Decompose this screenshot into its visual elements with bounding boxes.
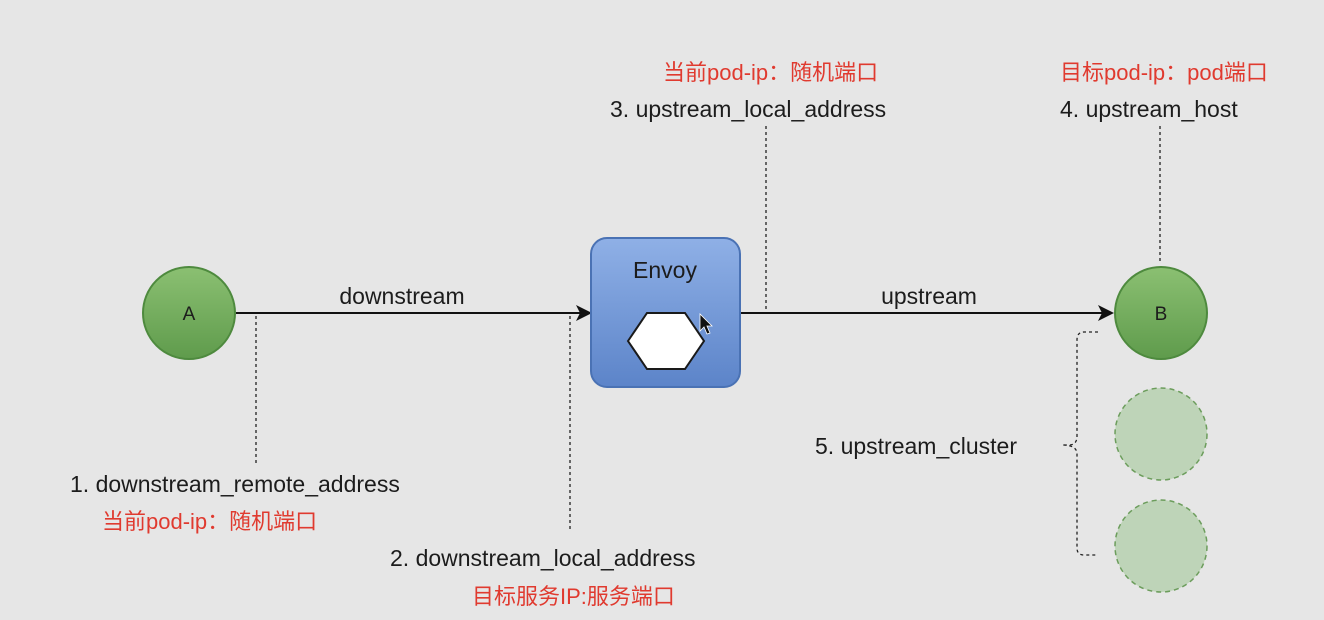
mouse-cursor-icon <box>699 313 713 335</box>
upstream-host-label: 4. upstream_host <box>1060 96 1238 122</box>
upstream-cluster-label: 5. upstream_cluster <box>815 433 1017 459</box>
node-b-label: B <box>1155 304 1168 325</box>
node-b[interactable]: B <box>1114 266 1208 360</box>
cluster-node-ghost[interactable] <box>1114 387 1208 481</box>
downstream-local-address-note: 目标服务IP:服务端口 <box>472 584 675 609</box>
downstream-remote-address-note: 当前pod-ip：随机端口 <box>102 509 317 534</box>
hexagon-icon <box>626 312 706 370</box>
node-a[interactable]: A <box>142 266 236 360</box>
upstream-edge-label: upstream <box>881 283 977 309</box>
upstream-local-address-label: 3. upstream_local_address <box>610 96 886 122</box>
envoy-label: Envoy <box>633 257 697 283</box>
upstream-cluster-bracket <box>1061 331 1098 556</box>
downstream-remote-address-label: 1. downstream_remote_address <box>70 471 400 497</box>
upstream-arrow <box>740 305 1114 321</box>
cluster-node-ghost[interactable] <box>1114 499 1208 593</box>
upstream-host-note: 目标pod-ip：pod端口 <box>1060 60 1268 85</box>
downstream-arrow <box>236 305 592 321</box>
upstream-local-address-note: 当前pod-ip：随机端口 <box>663 60 878 85</box>
node-a-label: A <box>183 304 196 325</box>
downstream-local-address-label: 2. downstream_local_address <box>390 545 696 571</box>
envoy-proxy-box[interactable]: Envoy <box>590 237 741 388</box>
downstream-edge-label: downstream <box>339 283 464 309</box>
